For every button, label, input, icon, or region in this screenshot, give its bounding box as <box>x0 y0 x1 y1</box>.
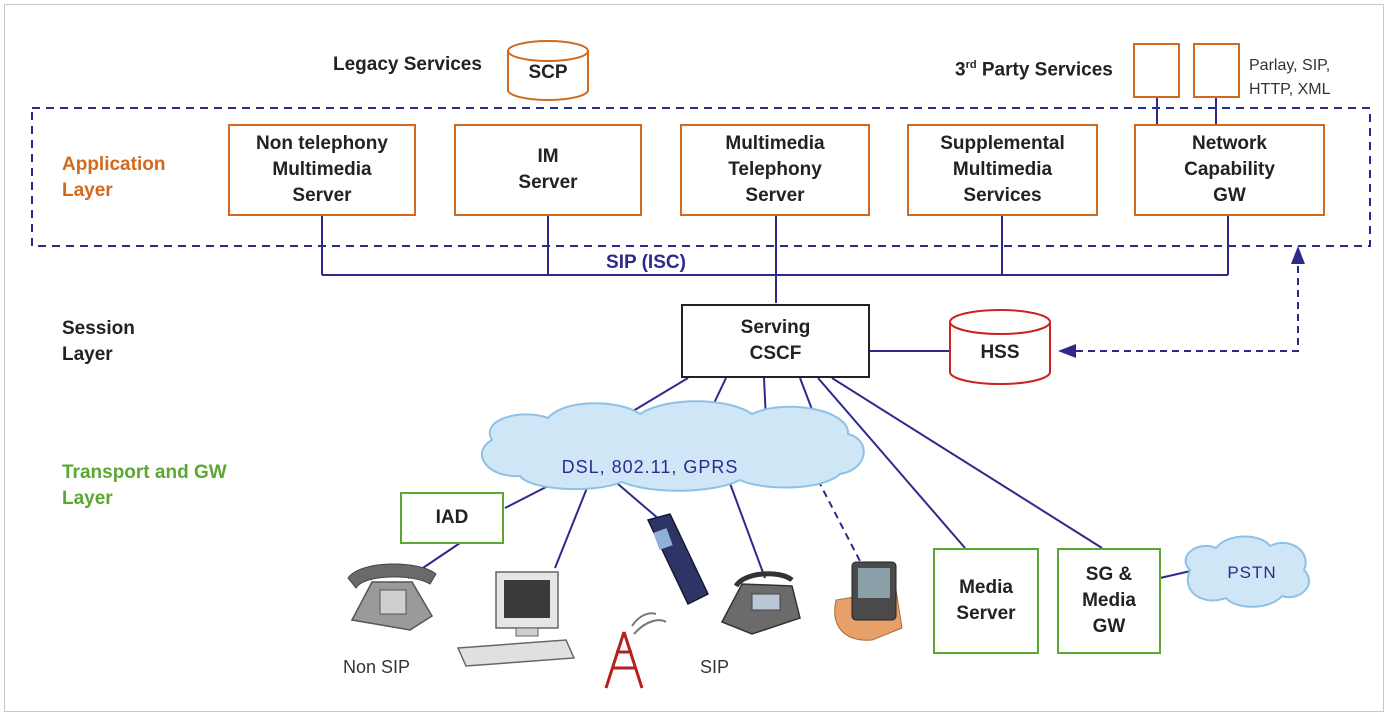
wireless-link <box>817 479 863 566</box>
session-layer-label: Session Layer <box>62 318 135 365</box>
sip-label: SIP <box>700 657 730 677</box>
supplemental-multimedia-services: Supplemental Multimedia Services <box>907 124 1098 216</box>
radio-tower-icon <box>604 612 667 689</box>
transport-layer-label: Transport and GW Layer <box>62 462 227 509</box>
desktop-computer-icon <box>456 571 576 667</box>
hss-to-gateway-link <box>1076 262 1299 352</box>
non-telephony-multimedia-server: Non telephony Multimedia Server <box>228 124 416 216</box>
hss-cylinder-icon <box>949 309 1051 385</box>
third-party-service-box <box>1133 43 1180 98</box>
arrow-head-up-icon <box>1291 246 1305 264</box>
access-network-label: DSL, 802.11, GPRS <box>561 457 739 477</box>
serving-cscf: Serving CSCF <box>681 304 870 378</box>
scp-label: SCP <box>528 62 568 83</box>
pstn-cloud-icon <box>1184 535 1310 608</box>
media-server-box: Media Server <box>933 548 1039 654</box>
non-sip-label: Non SIP <box>343 657 411 677</box>
ip-phone-icon <box>720 571 801 635</box>
sg-media-gateway-box: SG & Media GW <box>1057 548 1161 654</box>
network-capability-gateway: Network Capability GW <box>1134 124 1325 216</box>
application-layer-label: Application Layer <box>62 154 166 201</box>
access-network-cloud-icon <box>480 400 865 492</box>
mobile-phone-icon <box>646 513 709 606</box>
sip-isc-label: SIP (ISC) <box>606 252 686 273</box>
third-party-service-box <box>1193 43 1240 98</box>
desk-phone-icon <box>347 563 437 631</box>
pda-icon <box>834 561 903 641</box>
legacy-services-label: Legacy Services <box>333 54 482 75</box>
diagram-frame <box>4 4 1384 712</box>
multimedia-telephony-server: Multimedia Telephony Server <box>680 124 870 216</box>
third-party-services-label: 3rd Party Services <box>955 59 1113 81</box>
iad-box: IAD <box>400 492 504 544</box>
pstn-label: PSTN <box>1227 563 1277 582</box>
im-server: IM Server <box>454 124 642 216</box>
scp-cylinder-icon <box>507 40 589 101</box>
protocols-label: Parlay, SIP, HTTP, XML <box>1249 57 1331 98</box>
arrow-head-left-icon <box>1058 344 1076 358</box>
application-layer-region <box>31 107 1371 247</box>
hss-label: HSS <box>980 342 1020 363</box>
